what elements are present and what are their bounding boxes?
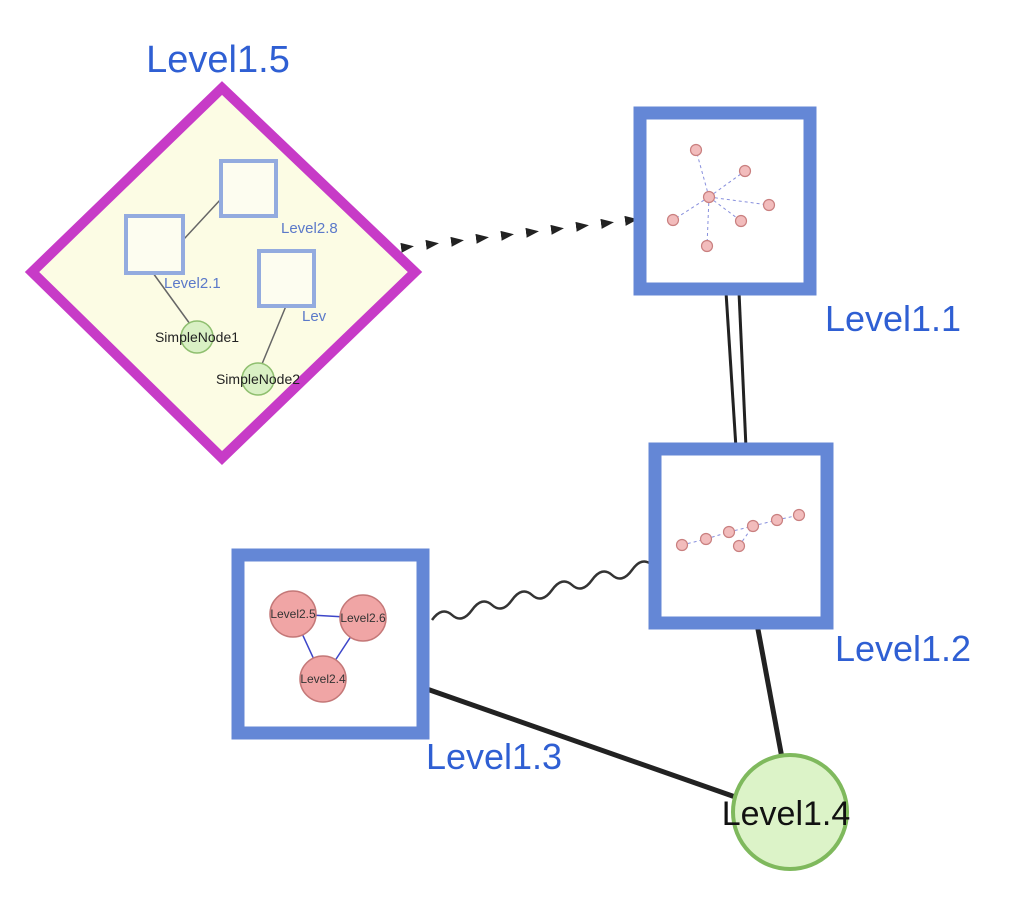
inner-edge-l21-simple1 [152, 272, 191, 325]
inner-edge-l28-l21 [183, 198, 222, 240]
child-node-level2-6[interactable] [339, 594, 387, 642]
edge-level13-level12[interactable] [430, 560, 653, 621]
simple-node-1[interactable] [180, 320, 214, 354]
child-label-level2-1: Level2.1 [164, 275, 221, 292]
edge-level13-level14[interactable] [423, 685, 742, 802]
level1-1-mini-nodes [666, 143, 776, 253]
child-node-level2-8[interactable] [219, 159, 278, 218]
child-node-level2-4[interactable] [299, 655, 347, 703]
child-label-level2-5: Level2.5 [270, 607, 316, 621]
label-level1-1: Level1.1 [825, 298, 961, 339]
level1-2-box[interactable] [648, 442, 834, 630]
level1-3-box[interactable] [231, 548, 430, 740]
child-node-level2-5[interactable] [269, 590, 317, 638]
group-node-level1-5[interactable]: Level2.8 Level2.1 Lev SimpleNode1 Simple… [24, 81, 423, 465]
group-node-level1-1[interactable] [633, 106, 817, 296]
simple-node-2-label: SimpleNode2 [216, 371, 300, 387]
label-level1-5: Level1.5 [146, 39, 290, 81]
simple-node-2[interactable] [241, 362, 275, 396]
label-level1-3: Level1.3 [426, 736, 562, 777]
child-node-lev[interactable] [257, 249, 316, 308]
child-label-lev: Lev [302, 308, 327, 325]
group-node-level1-3[interactable]: Level2.5 Level2.6 Level2.4 [231, 548, 430, 740]
level1-1-mini-graph [672, 149, 770, 247]
label-level1-4: Level1.4 [722, 795, 851, 833]
diamond-shape[interactable] [24, 81, 423, 465]
label-level1-2: Level1.2 [835, 628, 971, 669]
edge-level11-level12[interactable] [724, 291, 748, 449]
inner-edge-lev-simple2 [261, 305, 287, 365]
group-node-level1-2[interactable] [648, 442, 834, 630]
child-label-level2-4: Level2.4 [300, 672, 346, 686]
child-node-level2-1[interactable] [124, 214, 185, 275]
child-label-level2-6: Level2.6 [340, 611, 386, 625]
level1-2-mini-nodes [675, 508, 806, 553]
simple-node-1-label: SimpleNode1 [155, 329, 239, 345]
edge-level15-level11[interactable] [400, 215, 638, 253]
node-level1-4[interactable] [731, 753, 849, 871]
level1-1-box[interactable] [633, 106, 817, 296]
edge-level12-level14[interactable] [754, 623, 785, 759]
child-label-level2-8: Level2.8 [281, 220, 338, 237]
